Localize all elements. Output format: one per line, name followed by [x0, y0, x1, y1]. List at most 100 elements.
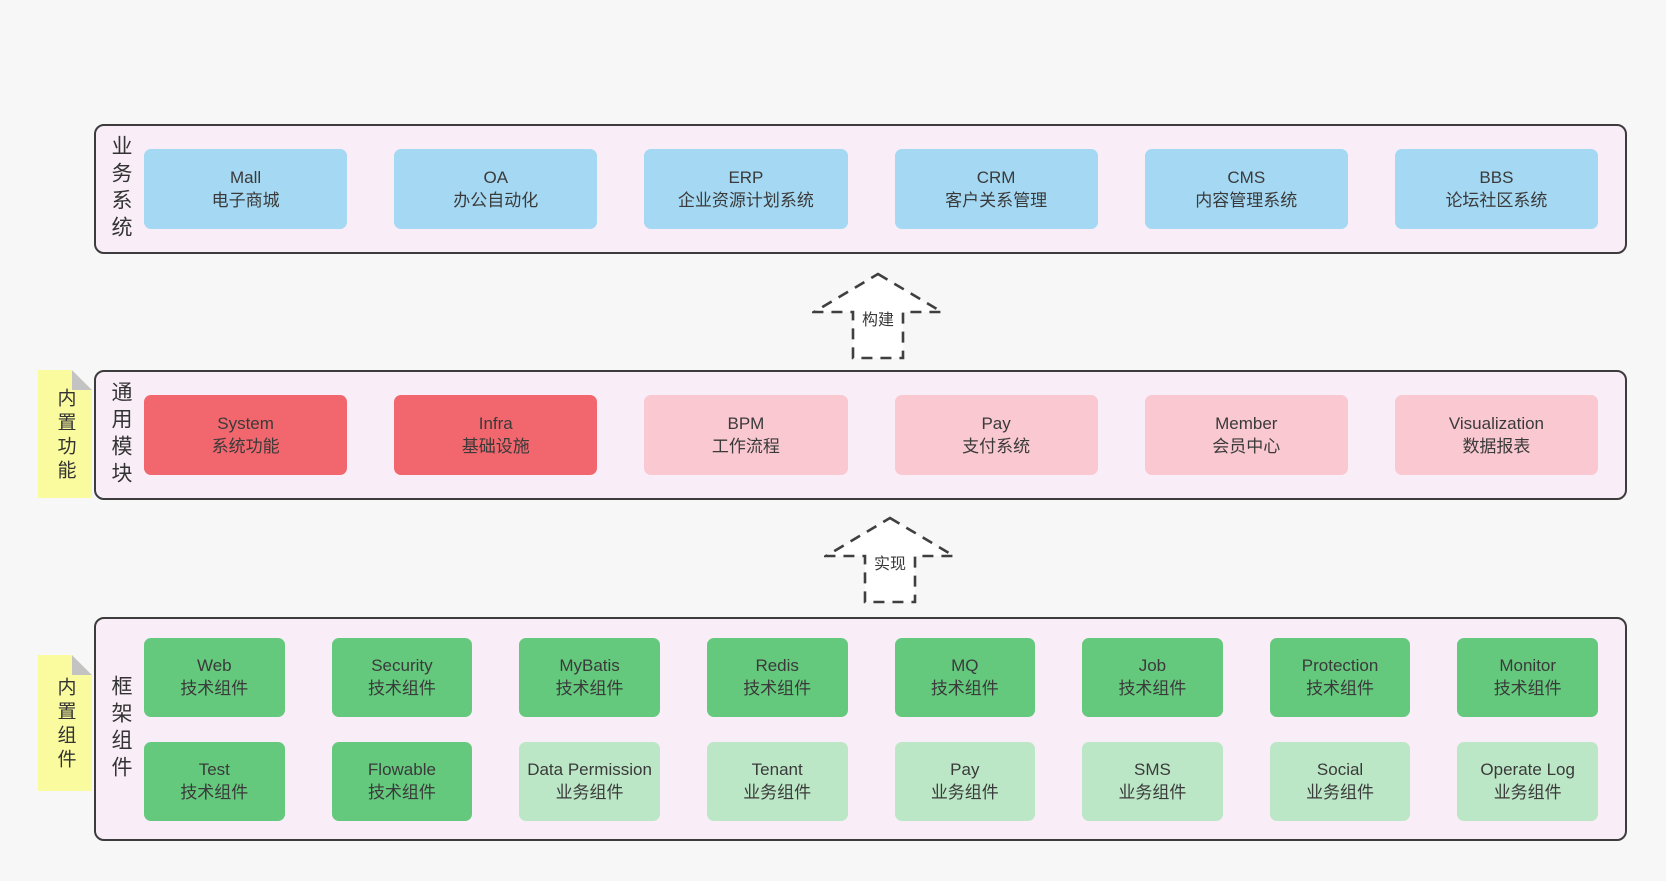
box-subtitle: 技术组件	[367, 783, 436, 802]
builtin-components-note: 内置组件	[38, 655, 92, 791]
box-title: Redis	[755, 656, 799, 675]
box-title: CRM	[976, 168, 1016, 187]
layer-common-modules: 通用模块 System 系统功能 Infra 基础设施 BPM 工作流程 Pay 支付系统 Me…	[94, 370, 1627, 500]
builtin-features-note: 内置功能	[38, 370, 92, 498]
box-operate-log: Operate Log 业务组件	[1457, 741, 1598, 821]
box-subtitle: 技术组件	[743, 679, 812, 698]
builtin-features-note-label: 内置功能	[54, 388, 76, 484]
box-title: Tenant	[751, 760, 803, 779]
box-subtitle: 技术组件	[930, 679, 999, 698]
box-subtitle: 业务组件	[1493, 783, 1562, 802]
box-row: System 系统功能 Infra 基础设施 BPM 工作流程 Pay 支付系统 Member 会…	[144, 395, 1599, 475]
box-pay: Pay 业务组件	[894, 741, 1036, 821]
box-title: Visualization	[1448, 414, 1545, 433]
box-title: Member	[1215, 414, 1278, 433]
box-subtitle: 业务组件	[930, 783, 999, 802]
box-bpm: BPM 工作流程	[644, 395, 848, 475]
box-subtitle: 办公自动化	[453, 191, 539, 210]
box-title: Protection	[1301, 656, 1379, 675]
box-sms: SMS 业务组件	[1082, 741, 1223, 821]
box-title: Pay	[950, 760, 980, 779]
box-subtitle: 论坛社区系统	[1445, 191, 1548, 210]
box-title: Infra	[478, 414, 513, 433]
box-subtitle: 数据报表	[1462, 437, 1531, 456]
box-title: Job	[1138, 656, 1167, 675]
box-subtitle: 技术组件	[1306, 679, 1375, 698]
box-title: Flowable	[367, 760, 436, 779]
box-member: Member 会员中心	[1144, 395, 1348, 475]
box-title: Monitor	[1499, 656, 1557, 675]
box-title: BPM	[727, 414, 765, 433]
box-title: Social	[1316, 760, 1364, 779]
box-title: Security	[371, 656, 433, 675]
box-subtitle: 技术组件	[180, 679, 249, 698]
box-social: Social 业务组件	[1269, 741, 1411, 821]
box-subtitle: 技术组件	[1493, 679, 1562, 698]
box-flowable: Flowable 技术组件	[331, 741, 473, 821]
box-bbs: BBS 论坛社区系统	[1394, 149, 1599, 229]
box-subtitle: 技术组件	[555, 679, 624, 698]
box-subtitle: 内容管理系统	[1195, 191, 1298, 210]
box-web: Web 技术组件	[144, 637, 285, 717]
box-crm: CRM 客户关系管理	[894, 149, 1098, 229]
box-subtitle: 业务组件	[743, 783, 812, 802]
box-test: Test 技术组件	[144, 741, 285, 821]
box-erp: ERP 企业资源计划系统	[644, 149, 848, 229]
box-subtitle: 系统功能	[211, 437, 280, 456]
box-title: OA	[483, 168, 509, 187]
box-title: Test	[198, 760, 230, 779]
box-protection: Protection 技术组件	[1269, 637, 1411, 717]
box-title: SMS	[1134, 760, 1171, 779]
box-subtitle: 工作流程	[711, 437, 780, 456]
box-subtitle: 企业资源计划系统	[677, 191, 814, 210]
box-oa: OA 办公自动化	[394, 149, 598, 229]
builtin-components-note-label: 内置组件	[54, 677, 76, 773]
layer-label-common-modules: 通用模块	[109, 381, 132, 489]
box-title: Mall	[230, 168, 262, 187]
box-subtitle: 业务组件	[1118, 783, 1187, 802]
box-title: Data Permission	[527, 760, 652, 779]
box-subtitle: 支付系统	[962, 437, 1031, 456]
box-subtitle: 客户关系管理	[945, 191, 1048, 210]
box-mq: MQ 技术组件	[894, 637, 1036, 717]
box-monitor: Monitor 技术组件	[1457, 637, 1598, 717]
box-title: Web	[196, 656, 232, 675]
layer-body: System 系统功能 Infra 基础设施 BPM 工作流程 Pay 支付系统 Member 会…	[144, 372, 1625, 498]
box-title: MQ	[951, 656, 979, 675]
implement-arrow-icon: 实现	[824, 516, 956, 604]
box-subtitle: 技术组件	[180, 783, 249, 802]
box-title: Operate Log	[1480, 760, 1575, 779]
box-subtitle: 基础设施	[461, 437, 530, 456]
box-tenant: Tenant 业务组件	[706, 741, 848, 821]
box-subtitle: 技术组件	[1118, 679, 1187, 698]
box-subtitle: 会员中心	[1212, 437, 1281, 456]
box-system: System 系统功能	[144, 395, 348, 475]
build-arrow-label: 构建	[858, 305, 898, 331]
box-security: Security 技术组件	[331, 637, 473, 717]
box-subtitle: 技术组件	[367, 679, 436, 698]
box-title: BBS	[1479, 168, 1514, 187]
box-subtitle: 业务组件	[1306, 783, 1375, 802]
box-redis: Redis 技术组件	[706, 637, 848, 717]
box-title: System	[217, 414, 274, 433]
box-title: ERP	[728, 168, 764, 187]
build-arrow-icon: 构建	[812, 272, 944, 360]
implement-arrow-label: 实现	[870, 549, 910, 575]
box-subtitle: 业务组件	[555, 783, 624, 802]
box-data-permission: Data Permission 业务组件	[519, 741, 660, 821]
box-visualization: Visualization 数据报表	[1394, 395, 1599, 475]
box-infra: Infra 基础设施	[394, 395, 598, 475]
box-title: Pay	[981, 414, 1011, 433]
box-job: Job 技术组件	[1082, 637, 1223, 717]
